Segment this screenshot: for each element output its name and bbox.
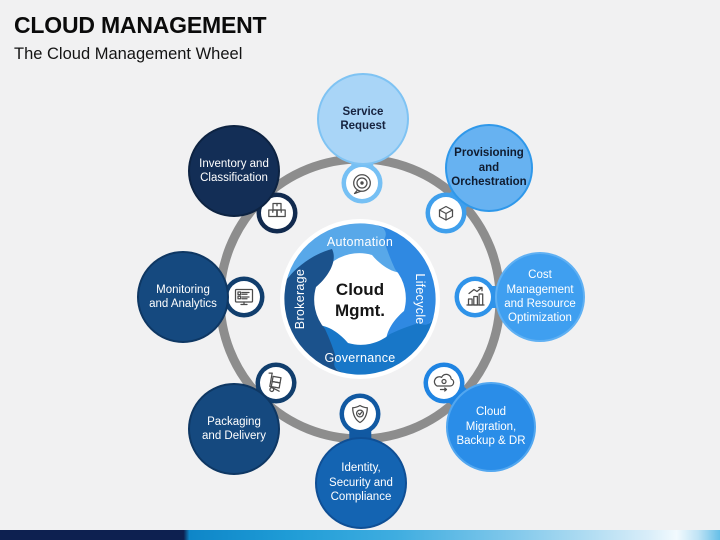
bubble-label-line: Cloud [475,406,507,419]
bubble-label-line: and Resource [504,298,576,310]
service-request-chat-target-icon [353,174,371,195]
bubble-label-line: and [478,161,500,174]
wheel-blade-lifecycle [376,225,436,349]
bubble-label-line: Cost [528,269,552,282]
page-title: CLOUD MANAGEMENT [14,12,267,38]
cost-chart-growth-icon [466,286,485,306]
page-subtitle: The Cloud Management Wheel [14,45,243,63]
bubble-label-line: Migration, [465,420,517,433]
bubble-inventory-classification: Inventory and Classification [188,125,280,217]
bubble-label-line: Classification [200,172,268,184]
hand-truck-icon [268,372,282,393]
bubble-monitoring-analytics: Monitoring and Analytics [137,251,229,343]
bubble-service-request: Service Request [317,73,409,165]
bubble-label-line: Identity, [341,462,381,475]
bubble-label-line: Inventory and [199,157,269,170]
segment-label-automation: Automation [327,235,393,249]
bubble-provisioning-orchestration: Provisioning and Orchestration [445,124,533,212]
bubble-label-line: Security and [329,476,393,489]
bubble-label-line: Provisioning [454,147,524,160]
bubble-cost-management: Cost Management and Resource Optimizatio… [495,252,585,342]
segment-label-governance: Governance [324,351,395,365]
provisioning-cube-icon [438,205,454,221]
stacked-boxes-icon [268,202,286,218]
shield-check-icon [352,404,368,424]
wheel-center-label-line1: Cloud [336,280,384,299]
bubble-label-line: Optimization [508,312,572,325]
bubble-label-line: Management [506,283,574,296]
bubble-cloud-migration: Cloud Migration, Backup & DR [446,382,536,472]
bubble-label-line: Compliance [330,491,392,504]
segment-label-lifecycle: Lifecycle [413,273,427,324]
bubble-label-line: Service [342,105,384,118]
bubble-label-line: and Analytics [149,298,217,310]
wheel-center-label-line2: Mgmt. [335,301,385,320]
footer-gradient-bar [0,530,720,540]
wheel-blade-governance [310,315,434,375]
central-wheel: Automation Lifecycle Governance Brokerag… [280,219,440,379]
bubble-label-line: Backup & DR [456,435,526,448]
cloud-migration-gear-icon [433,373,455,392]
header: CLOUD MANAGEMENT The Cloud Management Wh… [14,12,267,64]
bubble-label-line: Orchestration [451,176,527,189]
bubble-label-line: and Delivery [202,430,266,442]
segment-label-brokerage: Brokerage [293,269,307,329]
bubble-label-line: Monitoring [156,283,210,296]
bubble-label-line: Packaging [207,415,261,428]
bubble-label-line: Request [340,120,386,132]
monitor-dashboard-icon [234,288,254,306]
bubble-packaging-delivery: Packaging and Delivery [188,383,280,475]
bubble-identity-security: Identity, Security and Compliance [315,437,407,529]
wheel-blade-brokerage [284,249,344,373]
